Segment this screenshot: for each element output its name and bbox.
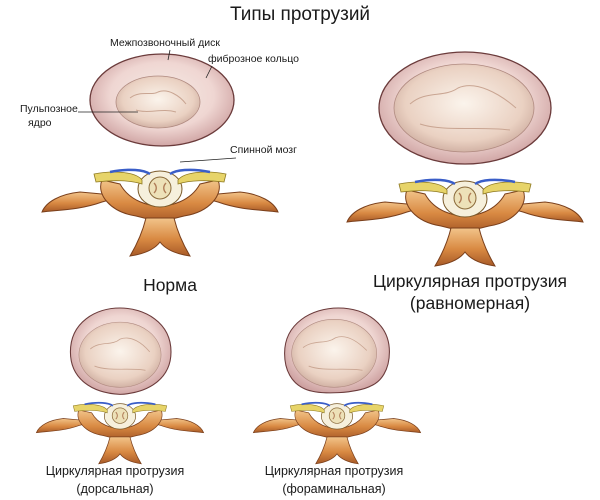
figure-circular-foraminal bbox=[252, 302, 422, 465]
caption-circular-dorsal-line2: (дорсальная) bbox=[76, 482, 154, 496]
figure-normal bbox=[40, 48, 280, 258]
caption-circular-foraminal-line2: (фораминальная) bbox=[282, 482, 386, 496]
figure-circular-uniform bbox=[340, 44, 590, 268]
label-disc: Межпозвоночный диск bbox=[110, 37, 220, 49]
figure-circular-dorsal bbox=[35, 302, 205, 465]
circular-foraminal-vertebra-illustration bbox=[252, 307, 422, 465]
page-title: Типы протрузий bbox=[229, 4, 371, 25]
nucleus bbox=[291, 319, 377, 388]
nucleus bbox=[78, 321, 162, 388]
circular-uniform-vertebra-illustration bbox=[345, 51, 585, 268]
normal-vertebra-illustration bbox=[40, 53, 280, 258]
nucleus-bulging bbox=[393, 63, 535, 153]
label-nucleus-line1: Пульпозное bbox=[20, 103, 78, 115]
caption-circular-dorsal-line1: Циркулярная протрузия bbox=[45, 464, 185, 478]
circular-dorsal-vertebra-illustration bbox=[35, 307, 205, 465]
caption-circular-uniform-line1: Циркулярная протрузия bbox=[373, 271, 567, 291]
caption-normal: Норма bbox=[143, 275, 197, 295]
caption-circular-uniform-line2: (равномерная) bbox=[409, 293, 531, 313]
nucleus bbox=[115, 75, 201, 129]
caption-circular-foraminal-line1: Циркулярная протрузия bbox=[264, 464, 404, 478]
label-spinal-cord: Спинной мозг bbox=[230, 144, 297, 156]
label-nucleus-line2: ядро bbox=[28, 117, 52, 129]
label-annulus: фиброзное кольцо bbox=[208, 53, 299, 65]
